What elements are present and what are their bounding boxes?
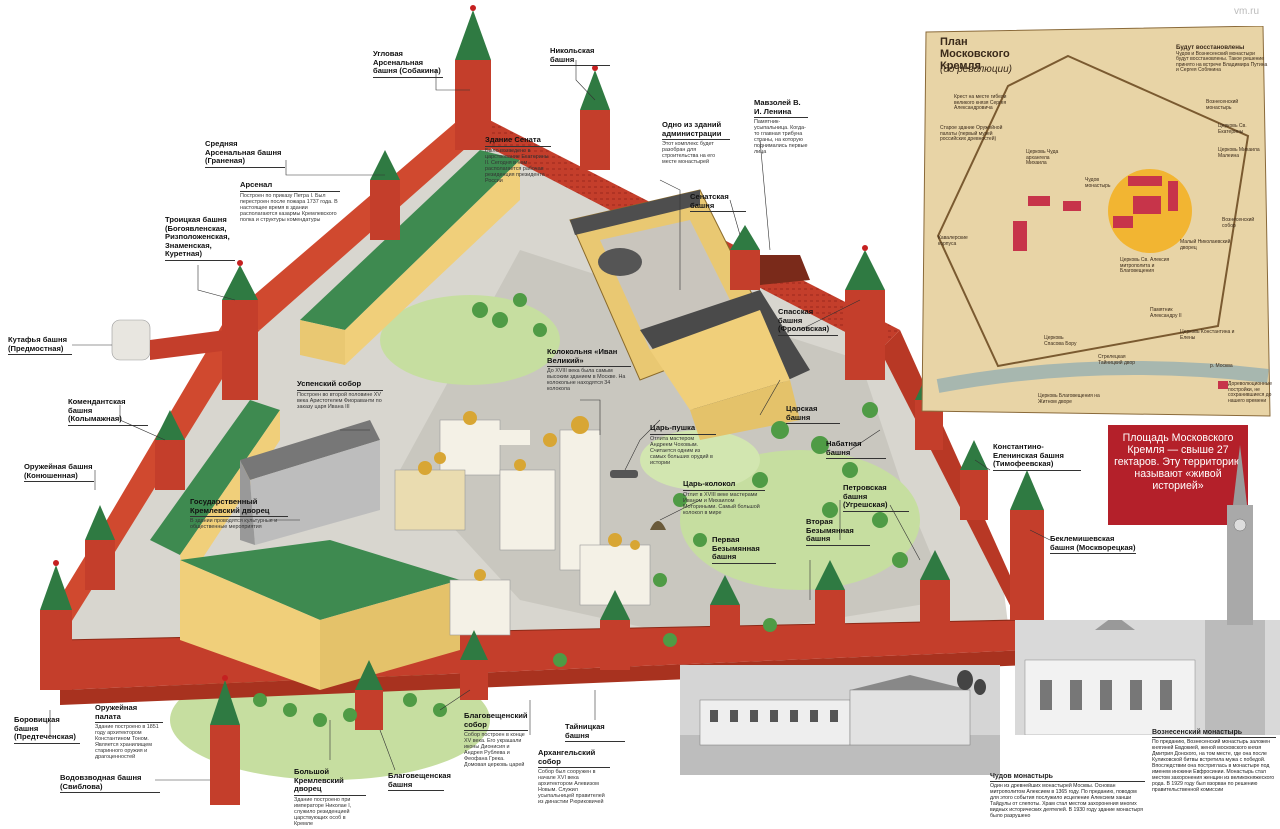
tower-label-petrovskaya: Петровская башня (Угрешская) (843, 483, 909, 513)
plan-label: Церковь Михаила Малеина (1218, 147, 1260, 159)
plan-label: Памятник Александру II (1150, 307, 1182, 319)
plan-label: Вознесенский монастырь (1206, 99, 1239, 111)
plan-label: р. Москва (1210, 363, 1233, 369)
tower-label-srednyaya: Средняя Арсенальная башня (Граненая) (205, 139, 285, 169)
historic-plan-parchment (921, 26, 1271, 417)
plan-label: Церковь Св. Алексия митрополита и Благов… (1120, 257, 1170, 274)
tower-label-oruzheynaya: Оружейная башня (Конюшенная) (24, 462, 94, 483)
headline-text: Площадь Московского Кремля — свыше 27 ге… (1114, 432, 1242, 492)
tower-label-uglovaya: Угловая Арсенальная башня (Собакина) (373, 49, 443, 79)
tower-label-konstantino: Константино-Еленинская башня (Тимофеевск… (993, 442, 1081, 472)
plan-label: Церковь Благовещения на Житном дворе (1038, 393, 1100, 405)
plan-label: Стрелецкая Тайницкий двор (1098, 354, 1136, 366)
building-kolokolnya: Колокольня «Иван Великий»До XVIII века б… (547, 347, 631, 392)
plan-label: Кавалерские корпуса (938, 235, 968, 247)
plan-legend: Дореволюционные постройки, не сохранивши… (1228, 381, 1273, 404)
photo-voznesenskiy (1015, 620, 1280, 735)
plan-subtitle: (до революции) (940, 64, 1012, 75)
tower-label-blagoveshchenskaya: Благовещенская башня (388, 771, 451, 792)
plan-label: Малый Николаевский дворец (1180, 239, 1231, 251)
tower-label-komendantskaya: Комендантская башня (Колымажная) (68, 397, 148, 427)
headline-box: Площадь Московского Кремля — свыше 27 ге… (1108, 425, 1248, 525)
plan-label: Крест на месте гибели великого князя Сер… (954, 94, 1007, 111)
tower-label-spasskaya: Спасская башня (Фроловская) (778, 307, 838, 337)
tower-label-pervaya: Первая Безымянная башня (712, 535, 776, 565)
tower-label-beklemishevskaya: Беклемишевская башня (Москворецкая) (1050, 534, 1136, 555)
plan-title: План Московского Кремля (940, 36, 1010, 72)
plan-label: Вознесенский собор (1222, 217, 1255, 229)
tower-label-nikolskaya: Никольская башня (550, 46, 610, 67)
tower-label-tsarskaya: Царская башня (786, 404, 840, 425)
plan-label: Церковь Константина и Елены (1180, 329, 1235, 341)
plan-label: Церковь Спасова Бору (1044, 335, 1077, 347)
tower-label-troitskaya: Троицкая башня (Богоявленская, Ризположе… (165, 215, 235, 262)
tower-label-kutafya: Кутафья башня (Предмостная) (8, 335, 72, 356)
tower-label-vtoraya: Вторая Безымянная башня (806, 517, 870, 547)
watermark-logo: vm.ru (1234, 6, 1259, 17)
plan-label: Церковь Св. Екатерины (1218, 123, 1247, 135)
tower-label-nabatnaya: Набатная башня (826, 439, 886, 460)
plan-label: Старое здание Оружейной палаты (первый м… (940, 125, 1003, 142)
tower-label-senatskaya: Сенатская башня (690, 192, 746, 213)
plan-label: Чудов монастырь (1085, 177, 1111, 189)
spasskaya-tower-photo (1227, 445, 1253, 625)
photo-chudov (680, 665, 1000, 775)
tower-label-taynitskaya: Тайницкая башня (565, 722, 625, 743)
plan-label: Церковь Чуда архангела Михаила (1026, 149, 1059, 166)
tower-label-vodovzvodnaya: Водовзводная башня (Свиблова) (60, 773, 160, 794)
tower-label-borovitskaya: Боровицкая башня (Предтеченская) (14, 715, 80, 745)
